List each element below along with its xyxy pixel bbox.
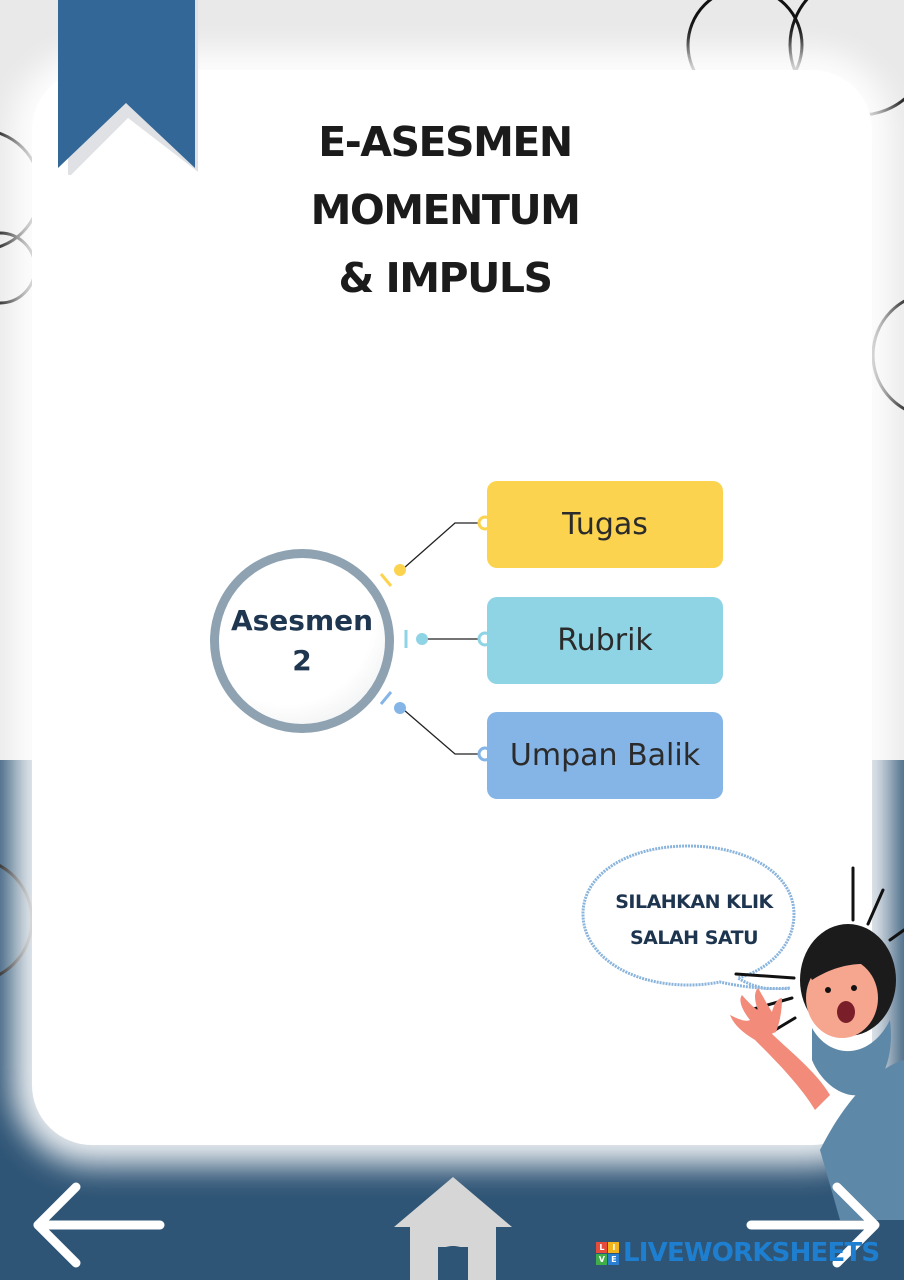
hub-label-line-2: 2 — [292, 644, 312, 677]
logo-letter: E — [608, 1253, 619, 1265]
bookmark-ribbon — [58, 0, 198, 175]
hub-label-line-1: Asesmen — [230, 604, 374, 637]
liveworksheets-logo-icon: L I V E — [596, 1241, 619, 1265]
speech-bubble-text: SILAHKAN KLIK SALAH SATU — [605, 884, 783, 956]
title-line-1: E-ASESMEN MOMENTUM — [310, 118, 581, 234]
logo-letter: V — [596, 1253, 607, 1265]
page-title: E-ASESMEN MOMENTUM & IMPULS — [200, 108, 690, 312]
arrow-right-icon[interactable] — [745, 1180, 885, 1270]
logo-letter: L — [596, 1241, 607, 1253]
speech-bubble — [581, 844, 796, 990]
watermark-text: LIVEWORKSHEETS — [623, 1238, 880, 1268]
rubrik-button[interactable]: Rubrik — [487, 597, 723, 684]
tugas-button[interactable]: Tugas — [487, 481, 723, 568]
arrow-left-icon[interactable] — [28, 1180, 168, 1270]
home-icon[interactable] — [392, 1175, 514, 1280]
umpan-balik-button[interactable]: Umpan Balik — [487, 712, 723, 799]
waving-girl-illustration — [730, 866, 904, 1220]
title-line-2: & IMPULS — [338, 254, 553, 302]
tugas-label: Tugas — [562, 507, 648, 542]
speech-line-1: SILAHKAN KLIK — [615, 891, 773, 913]
liveworksheets-watermark: L I V E LIVEWORKSHEETS — [596, 1238, 880, 1268]
mindmap-hub: Asesmen 2 — [210, 549, 394, 733]
umpan-balik-label: Umpan Balik — [509, 738, 701, 773]
speech-line-2: SALAH SATU — [629, 927, 759, 949]
rubrik-label: Rubrik — [557, 623, 653, 658]
logo-letter: I — [608, 1241, 619, 1253]
